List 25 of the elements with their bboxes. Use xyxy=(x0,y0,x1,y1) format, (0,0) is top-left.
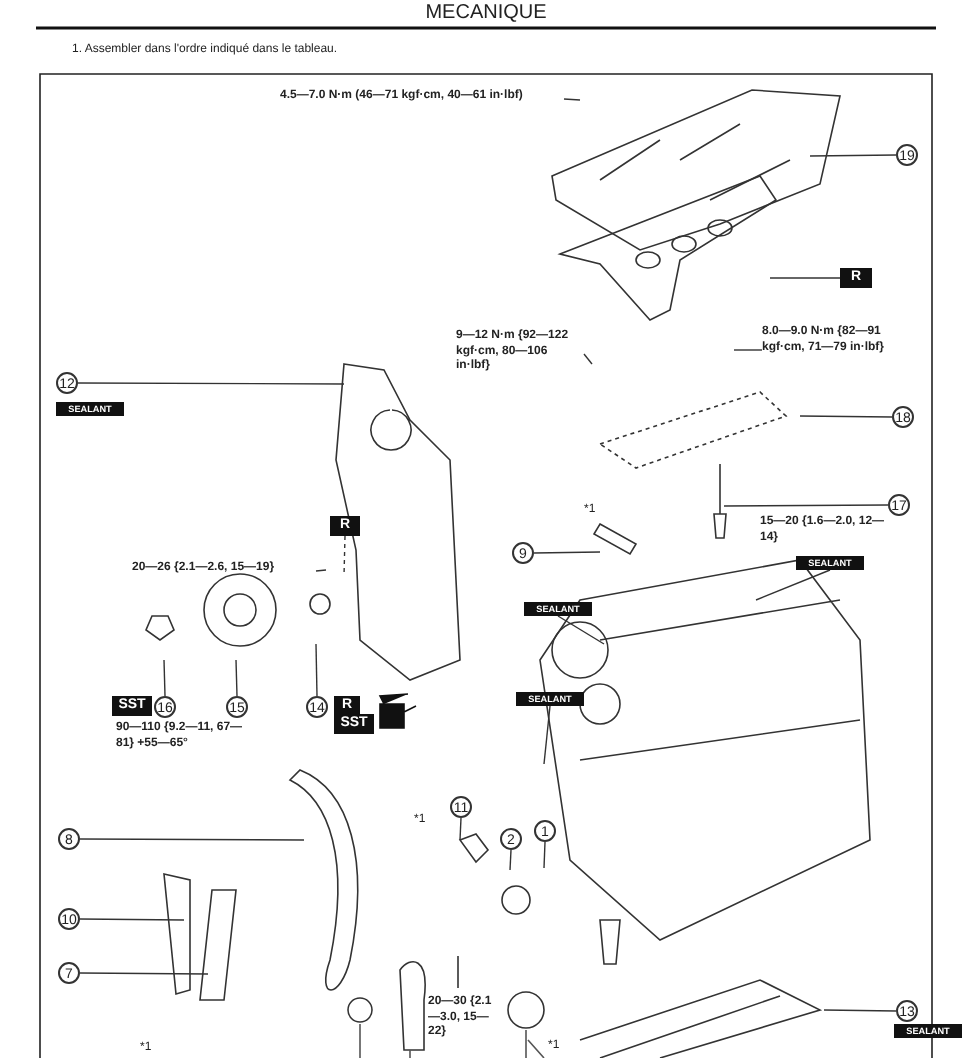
leader-line xyxy=(809,154,897,157)
leader-line xyxy=(509,849,512,871)
leader-line xyxy=(733,349,763,351)
leader-line xyxy=(563,98,581,101)
leader-line xyxy=(343,535,346,577)
leader-line xyxy=(163,659,166,697)
leader-line xyxy=(583,353,593,365)
leader-line xyxy=(235,659,238,697)
leader-line xyxy=(79,972,209,975)
leader-line xyxy=(79,838,305,841)
leader-line xyxy=(459,817,462,841)
leader-line xyxy=(557,615,605,645)
leader-line xyxy=(723,504,889,507)
leader-line xyxy=(77,382,345,385)
leader-line xyxy=(315,569,327,572)
leader-line xyxy=(755,569,831,601)
leader-line xyxy=(799,415,893,418)
leader-line xyxy=(823,1009,897,1012)
leader-line xyxy=(79,918,185,921)
leader-line xyxy=(315,643,318,697)
leader-line xyxy=(769,277,841,279)
leader-line xyxy=(533,551,601,554)
leader-line xyxy=(543,705,551,765)
leader-line xyxy=(543,841,546,869)
page-heading: MECANIQUE xyxy=(423,2,549,26)
